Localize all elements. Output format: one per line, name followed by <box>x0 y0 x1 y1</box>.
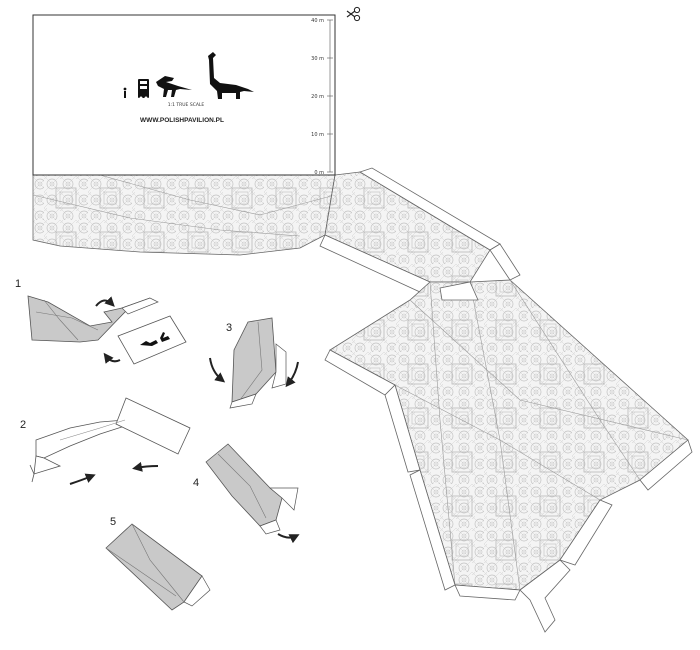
fold-line <box>131 523 185 603</box>
brachiosaurus-icon <box>208 52 254 99</box>
fold-line <box>409 299 689 441</box>
assembly-step-3: 3 <box>209 317 299 409</box>
glue-tab <box>519 559 571 633</box>
website-url: WWW.POLISHPAVILION.PL <box>140 117 224 124</box>
bus-icon <box>138 79 149 100</box>
folded-piece <box>231 317 277 403</box>
fold-line <box>99 174 336 216</box>
glue-tab <box>121 297 159 315</box>
rotate-arrow <box>209 357 226 383</box>
scale-tick-label: 20 m <box>311 94 324 100</box>
mini-card-dinosaurs <box>140 332 170 346</box>
rotate-arrow <box>132 461 159 472</box>
papercraft-net <box>32 167 693 633</box>
glue-tab <box>183 575 211 607</box>
scissors-icon <box>346 6 361 22</box>
assembly-step-5: 5 <box>105 516 211 611</box>
step-number: 5 <box>110 516 116 528</box>
glue-tab <box>439 281 479 301</box>
step-number: 2 <box>20 419 26 431</box>
scale-tick-label: 10 m <box>311 132 324 138</box>
assembly-step-2: 2 <box>20 397 191 485</box>
flat-piece <box>29 464 35 483</box>
glue-tab <box>454 584 521 601</box>
flat-card <box>115 397 191 455</box>
fold-line <box>239 321 263 401</box>
glue-tab <box>559 499 613 566</box>
flat-piece <box>33 455 62 475</box>
scale-tick-label: 40 m <box>311 18 324 24</box>
glue-tab <box>271 343 287 389</box>
glue-tab <box>639 439 693 491</box>
rotate-arrow <box>69 473 96 485</box>
glue-tab <box>489 243 521 281</box>
rotate-arrow <box>95 296 115 307</box>
fold-line <box>32 194 301 237</box>
fold-line <box>43 299 79 341</box>
glue-tab <box>384 384 421 473</box>
step-number: 4 <box>193 477 199 489</box>
card-frame <box>32 14 336 176</box>
net-body <box>329 279 689 591</box>
scale-ticks: 40 m 30 m 20 m 10 m 0 m <box>311 18 333 176</box>
glue-tab <box>229 393 257 409</box>
rotate-arrow <box>285 361 299 388</box>
fold-line <box>105 547 177 597</box>
person-icon <box>123 87 127 98</box>
flat-piece <box>35 419 126 459</box>
fold-line <box>394 384 601 501</box>
step-number: 3 <box>226 322 232 334</box>
assembly-step-1: 1 <box>15 278 187 365</box>
glue-tab <box>409 469 456 591</box>
step-number: 1 <box>15 278 21 290</box>
scale-tick-label: 30 m <box>311 56 324 62</box>
fold-line <box>509 279 641 481</box>
t-rex-icon <box>156 76 192 97</box>
scale-caption: 1:1 TRUE SCALE <box>168 102 205 108</box>
folded-piece <box>205 443 283 527</box>
glue-tab <box>269 487 299 511</box>
assembly-step-4: 4 <box>193 443 300 544</box>
rotate-arrow <box>277 533 300 544</box>
rotate-arrow <box>103 352 121 364</box>
fold-line <box>429 281 456 586</box>
fold-line <box>35 311 99 331</box>
glue-tab <box>259 519 281 535</box>
info-card: 40 m 30 m 20 m 10 m 0 m 1:1 TRUE SCALE W… <box>32 14 336 176</box>
scale-tick-label: 0 m <box>314 170 324 176</box>
mini-card <box>117 315 187 365</box>
fold-line <box>59 419 126 441</box>
fold-line <box>217 453 267 519</box>
net-top-strip <box>32 174 336 256</box>
